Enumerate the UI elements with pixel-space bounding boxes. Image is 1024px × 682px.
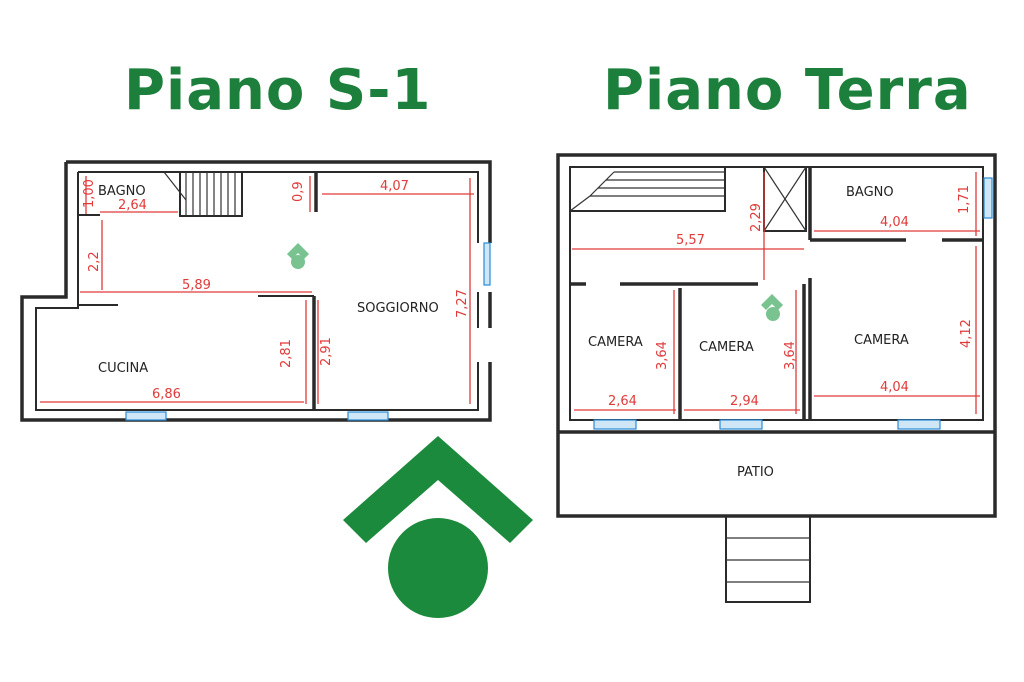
brand-logo (343, 436, 533, 618)
right-inner-wall (569, 166, 984, 421)
right-stairs (569, 171, 725, 212)
right-entrance-steps (725, 515, 811, 603)
dim-label: 2,91 (319, 337, 334, 366)
title-piano-terra: Piano Terra (603, 58, 972, 123)
plan-piano-terra: BAGNO CAMERA CAMERA CAMERA PATIO 2,29 5,… (556, 153, 997, 603)
dim-label: 1,00 (82, 179, 97, 208)
dim-label: 2,81 (279, 339, 294, 368)
dim-label: 6,86 (152, 387, 181, 402)
dim-label: 4,07 (380, 179, 409, 194)
right-window-camera2 (719, 419, 763, 430)
watermark-logo-small-right (761, 294, 783, 321)
left-window-soggiorno (347, 411, 389, 421)
room-label-bagno-s1: BAGNO (98, 184, 146, 199)
watermark-logo-small-left (287, 243, 309, 269)
right-corridor-wall (570, 282, 806, 420)
room-label-camera-1: CAMERA (588, 335, 643, 350)
right-outer-wall (556, 153, 997, 518)
right-camera-dividers (678, 278, 812, 420)
dim-label: 3,64 (655, 341, 670, 370)
right-window-camera1 (593, 419, 637, 430)
right-window-camera3 (897, 419, 941, 430)
title-piano-s1: Piano S-1 (124, 58, 432, 123)
dim-label: 4,04 (880, 215, 909, 230)
dim-label: 5,57 (676, 233, 705, 248)
left-window-cucina (125, 411, 167, 421)
right-window-bagno (983, 177, 993, 219)
dim-label: 7,27 (455, 289, 470, 318)
left-stair-box (179, 171, 243, 217)
room-label-camera-3: CAMERA (854, 333, 909, 348)
dim-label: 5,89 (182, 278, 211, 293)
left-window-right (483, 242, 491, 286)
dim-label: 2,64 (608, 394, 637, 409)
right-bagno-wall (808, 167, 983, 242)
dim-label: 4,04 (880, 380, 909, 395)
dim-label: 0,9 (291, 181, 306, 202)
room-label-patio: PATIO (737, 465, 774, 480)
room-label-bagno-terra: BAGNO (846, 185, 894, 200)
dim-label: 3,64 (783, 341, 798, 370)
left-cucina-wall (78, 295, 314, 306)
room-label-cucina: CUCINA (98, 361, 148, 376)
dim-label: 2,2 (87, 251, 102, 272)
left-stairs (163, 171, 236, 216)
dim-label: 2,64 (118, 198, 147, 213)
plan-piano-s1: BAGNO SOGGIORNO CUCINA 1,00 2,64 0,9 4,0… (20, 160, 492, 422)
dim-label: 4,12 (959, 319, 974, 348)
dim-label: 2,29 (749, 203, 764, 232)
dim-label: 2,94 (730, 394, 759, 409)
room-label-soggiorno: SOGGIORNO (357, 301, 439, 316)
dim-label: 1,71 (957, 185, 972, 214)
room-label-camera-2: CAMERA (699, 340, 754, 355)
left-outer-wall (20, 160, 492, 422)
right-stair-box (569, 166, 726, 212)
